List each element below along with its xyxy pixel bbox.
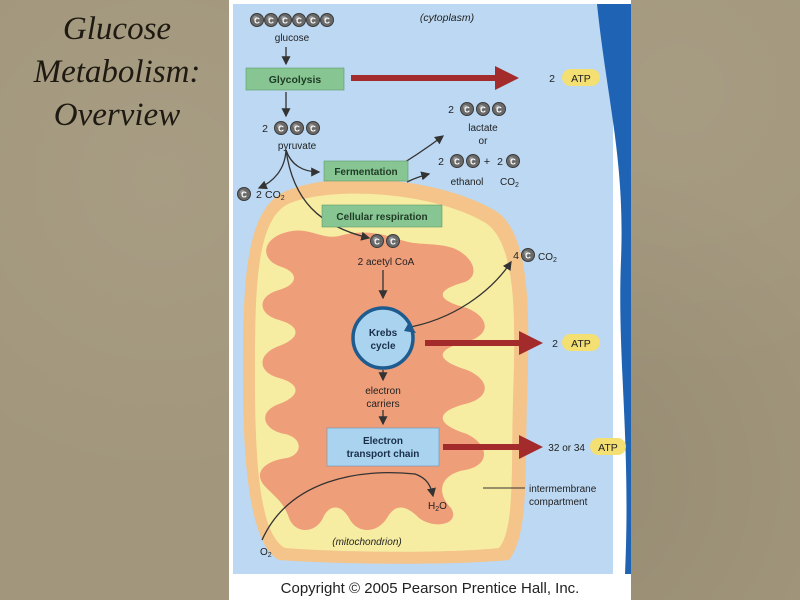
etc-atp-count: 32 or 34 [548,443,585,454]
lactate-count: 2 [448,104,454,116]
etc-box [326,427,440,467]
glycolysis-atp-count: 2 [549,73,555,85]
krebs-cycle-arrowhead [404,322,416,333]
oxygen-sub: 2 [268,552,272,559]
co2-ferment-label: CO2 [500,177,519,189]
carbon-symbol-lactate-1: C [464,106,470,115]
co2-ferment-sub: 2 [515,182,519,189]
co2-pyruvate-text: CO [265,189,281,201]
or-label: or [479,136,489,147]
plus-label: + [484,156,490,168]
carbon-symbol-pyruvate-1: C [278,125,284,134]
carbon-symbol-ethanol-2: C [470,158,476,167]
co2-pyruvate-sub: 2 [281,195,285,202]
slide-title-line-1: Glucose [62,11,172,47]
ethanol-label: ethanol [451,177,484,188]
glycolysis-box [245,67,345,91]
cytoplasm-label: (cytoplasm) [420,12,474,24]
slide-title: Glucose Metabolism: Overview [8,8,226,137]
krebs-cycle-circle [351,306,415,370]
metabolism-figure: C C C C C C glucose (cytoplasm) Glycolys… [229,0,631,600]
lactate-label: lactate [468,123,498,134]
water-sub: 2 [435,506,439,513]
glucose-label: glucose [275,33,310,44]
krebs-atp-label: ATP [571,338,591,350]
mitochondrion-label: (mitochondrion) [332,537,401,548]
arrow-pyruvate-to-fermentation [285,149,321,177]
arrow-pyruvate-to-ethanol [406,171,431,183]
cell-membrane-edge [597,4,631,574]
krebs-atp-badge [562,334,600,351]
co2-ferment-text: CO [500,177,515,188]
carbon-symbol-lactate-3: C [496,106,502,115]
carbon-symbol-glucose-2: C [268,17,274,26]
pyruvate-label: pyruvate [278,141,317,152]
co2-krebs-count: 4 [513,250,519,262]
electron-carriers-line1: electron [365,386,401,397]
glycolysis-atp-badge [562,69,600,86]
co2-pyruvate-label: CO2 [265,189,285,202]
oxygen-o: O [260,547,268,558]
carbon-symbol-glucose-5: C [310,17,316,26]
krebs-label-line2: cycle [370,341,395,352]
electron-carriers-line2: carriers [366,399,399,410]
arrow-pyruvate-to-acetyl-coa [285,149,371,241]
water-h: H [428,501,435,512]
etc-label-line2: transport chain [347,449,420,460]
water-o: O [439,501,447,512]
krebs-atp-count: 2 [552,338,558,350]
copyright-notice: Copyright © 2005 Pearson Prentice Hall, … [280,580,580,597]
co2-pyruvate-count: 2 [256,189,262,201]
fermentation-box [323,160,409,182]
intermembrane-line2: compartment [529,497,588,508]
arrow-krebs-to-co2 [404,260,512,329]
glycolysis-label: Glycolysis [269,74,322,86]
ethanol-count: 2 [438,156,444,168]
co2-krebs-label: CO2 [538,252,557,264]
carbon-symbol-ethanol-1: C [454,158,460,167]
cellular-respiration-box [321,204,443,228]
carbon-symbol-glucose-6: C [324,17,330,26]
co2-krebs-text: CO [538,252,553,263]
cellular-respiration-label: Cellular respiration [336,212,427,223]
carbon-symbol-acetyl-1: C [374,238,380,247]
carbon-symbol-glucose-4: C [296,17,302,26]
fermentation-label: Fermentation [334,167,397,178]
etc-atp-badge [590,438,626,455]
carbon-symbol-co2-ferment: C [510,158,516,167]
carbon-symbol-glucose-3: C [282,17,288,26]
carbon-symbol-pyruvate-2: C [294,125,300,134]
slide-title-line-2: Metabolism: [33,54,201,90]
carbon-symbol-acetyl-2: C [390,238,396,247]
co2-krebs-sub: 2 [553,257,557,264]
co2-ferment-count: 2 [497,156,503,168]
carbon-symbol-lactate-2: C [480,106,486,115]
arrow-oxygen-to-water [261,471,436,541]
etc-atp-label: ATP [598,442,618,454]
carbon-symbol-pyruvate-3: C [310,125,316,134]
krebs-label-line1: Krebs [369,328,398,339]
etc-label-line1: Electron [363,436,403,447]
carbon-symbol-co2-krebs: C [525,252,531,261]
oxygen-label: O2 [260,547,272,559]
carbon-symbol-co2-pyruvate: C [241,191,247,200]
water-label: H2O [428,501,447,513]
pyruvate-count: 2 [262,123,268,135]
intermembrane-line1: intermembrane [529,484,597,495]
acetyl-coa-label: 2 acetyl CoA [358,257,415,268]
carbon-symbol-glucose-1: C [254,17,260,26]
arrow-pyruvate-to-co2 [257,149,287,190]
glycolysis-atp-label: ATP [571,73,591,85]
slide-title-line-3: Overview [53,97,181,133]
metabolism-diagram: C C C C C C glucose (cytoplasm) Glycolys… [233,4,631,574]
